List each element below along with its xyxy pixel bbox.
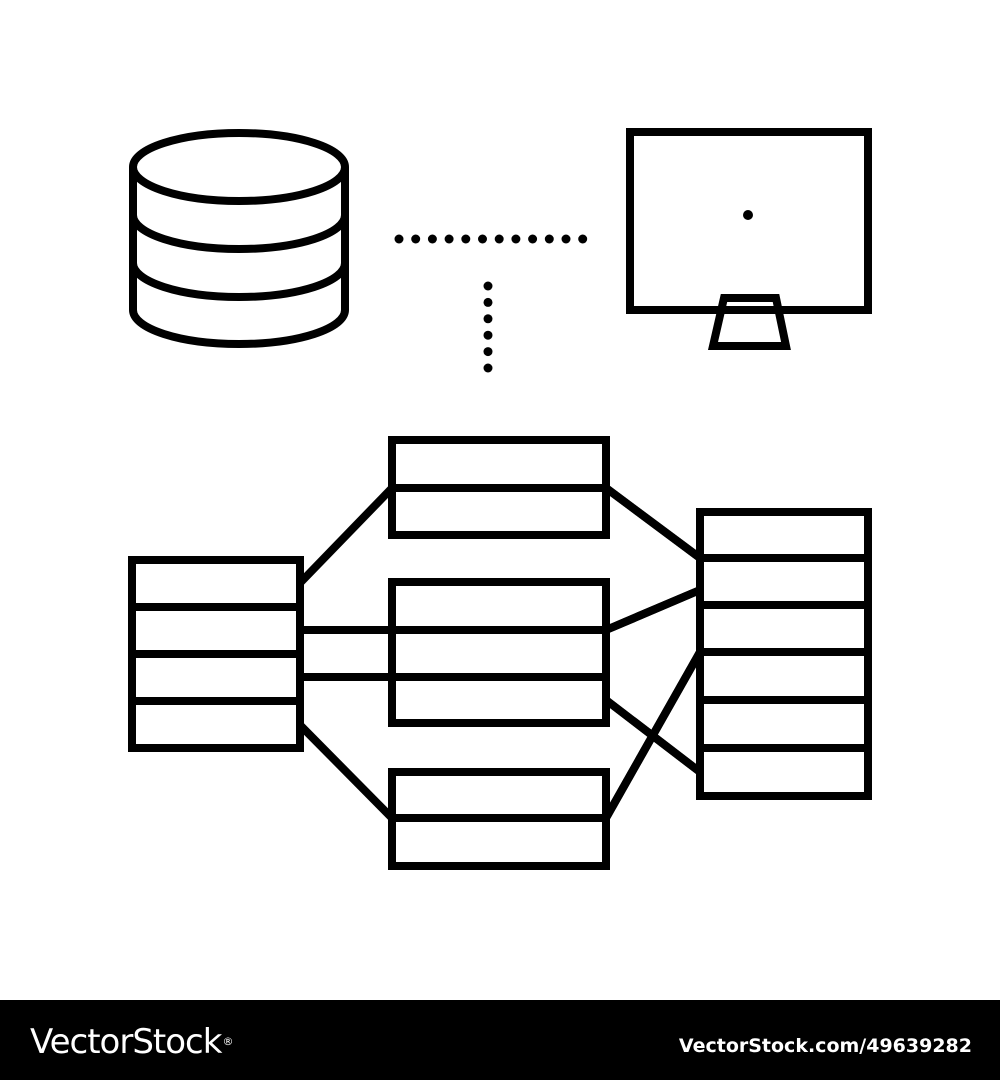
connector-dot [461,234,471,244]
table-icon-left [128,556,304,752]
table-icon-middle [388,578,610,727]
connector-dot [483,281,493,291]
table-icon-right [696,508,872,800]
connector-dot [528,234,538,244]
connector-dot [427,234,437,244]
connector-dot [483,297,493,307]
connector-dot [478,234,487,244]
connector-dot [483,347,493,357]
monitor-icon [626,128,872,350]
connector-dot [411,234,421,244]
connector-dot [444,234,454,244]
connector-dot [578,234,588,244]
connector-dot [494,234,504,244]
connector-dot [394,234,404,244]
connector-dot [511,234,521,244]
connector-dot [483,363,493,373]
connector-dot [544,234,554,244]
data-mapping-illustration [128,128,872,870]
watermark-bar: VectorStock® VectorStock.com/49639282 [0,1000,1000,1080]
table-icon-bottom [388,768,610,870]
connector-dot [483,330,493,340]
registered-mark: ® [222,1035,233,1048]
connector-dot [483,314,493,324]
brand-logo: VectorStock® [30,1022,233,1062]
table-connections-overlay [300,484,704,820]
database-icon [129,129,349,348]
table-icon-top [388,436,610,539]
image-id: VectorStock.com/49639282 [678,1035,972,1057]
brand-name: VectorStock [30,1022,222,1062]
connector-dot [561,234,571,244]
dotted-connector [394,234,588,373]
